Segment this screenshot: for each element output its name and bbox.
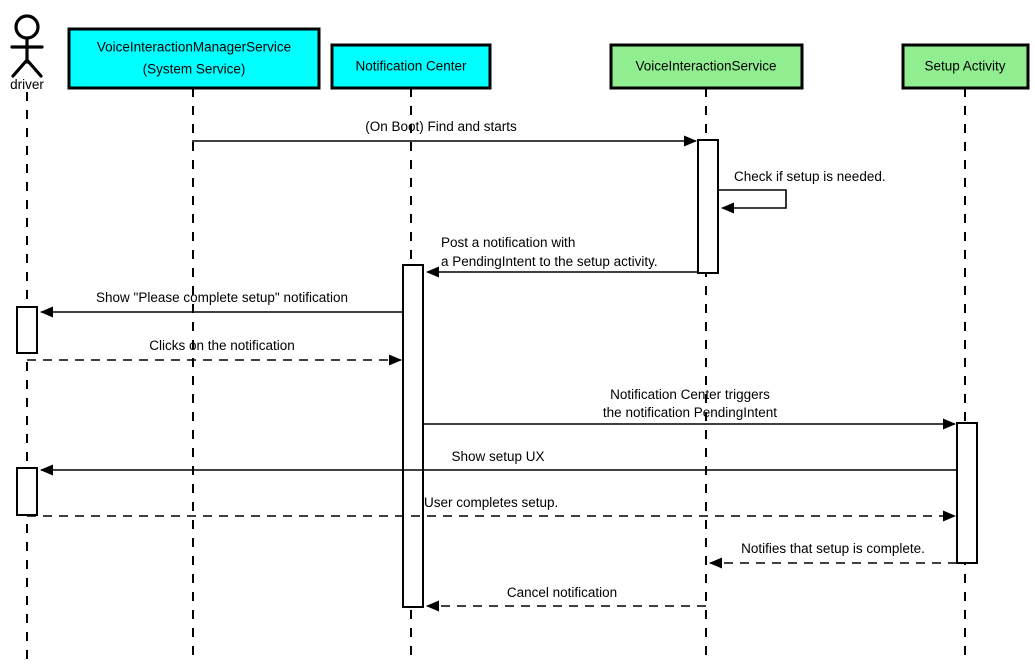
message-label: Clicks on the notification (149, 338, 295, 353)
actor-leg-left-icon (11, 58, 29, 78)
participant-voice-interaction-service[interactable]: VoiceInteractionService (609, 43, 804, 90)
participant-vims[interactable]: VoiceInteractionManagerService (System S… (67, 27, 321, 90)
message-on-boot-find-and-starts[interactable]: (On Boot) Find and starts (192, 119, 697, 147)
message-cancel-notification[interactable]: Cancel notification (426, 585, 706, 612)
message-self-call-path (718, 189, 787, 214)
message-notification-center-triggers-pendingintent[interactable]: Notification Center triggers the notific… (423, 387, 956, 430)
message-clicks-on-the-notification[interactable]: Clicks on the notification (27, 338, 402, 366)
participant-notification-center-label: Notification Center (355, 59, 467, 74)
participant-voice-interaction-service-label: VoiceInteractionService (635, 59, 776, 74)
activation-voice-interaction-service-1 (697, 139, 719, 274)
participant-setup-activity-label: Setup Activity (924, 59, 1005, 74)
participant-vims-label-line2: (System Service) (143, 62, 246, 77)
participant-vims-box[interactable] (67, 27, 321, 90)
message-label: Notifies that setup is complete. (741, 541, 925, 556)
actor-leg-right-icon (25, 58, 43, 78)
activation-driver-1 (16, 306, 38, 354)
activation-driver-2 (16, 467, 38, 516)
message-user-completes-setup[interactable]: User completes setup. (27, 495, 956, 522)
participant-notification-center-box[interactable] (330, 43, 492, 90)
actor-driver-label: driver (10, 77, 44, 92)
message-post-a-notification[interactable]: Post a notification with a PendingIntent… (426, 235, 698, 278)
activation-notification-center-1 (402, 264, 424, 608)
message-notifies-that-setup-is-complete[interactable]: Notifies that setup is complete. (709, 541, 957, 569)
actor-head-icon (14, 14, 40, 40)
message-label: Check if setup is needed. (734, 169, 886, 184)
message-label: Show setup UX (451, 449, 544, 464)
message-label-line1: Notification Center triggers (610, 387, 770, 402)
message-label-line1: Post a notification with (441, 235, 575, 250)
activations-layer (16, 139, 978, 608)
participant-setup-activity[interactable]: Setup Activity (901, 43, 1030, 90)
message-label: User completes setup. (424, 495, 558, 510)
message-show-please-complete-setup-notification[interactable]: Show "Please complete setup" notificatio… (40, 290, 403, 318)
message-check-if-setup-is-needed[interactable]: Check if setup is needed. (718, 169, 886, 214)
message-label: (On Boot) Find and starts (365, 119, 517, 134)
message-label: Show "Please complete setup" notificatio… (96, 290, 348, 305)
participant-notification-center[interactable]: Notification Center (330, 43, 492, 90)
message-show-setup-ux[interactable]: Show setup UX (40, 449, 957, 476)
activation-setup-activity-1 (956, 422, 978, 564)
actor-driver[interactable]: driver (10, 14, 44, 92)
participant-vims-label-line1: VoiceInteractionManagerService (97, 40, 291, 55)
message-label: Cancel notification (507, 585, 617, 600)
participant-voice-interaction-service-box[interactable] (609, 43, 804, 90)
participant-setup-activity-box[interactable] (901, 43, 1030, 90)
message-label-line2: the notification PendingIntent (603, 405, 777, 420)
message-label-line2: a PendingIntent to the setup activity. (441, 254, 658, 269)
